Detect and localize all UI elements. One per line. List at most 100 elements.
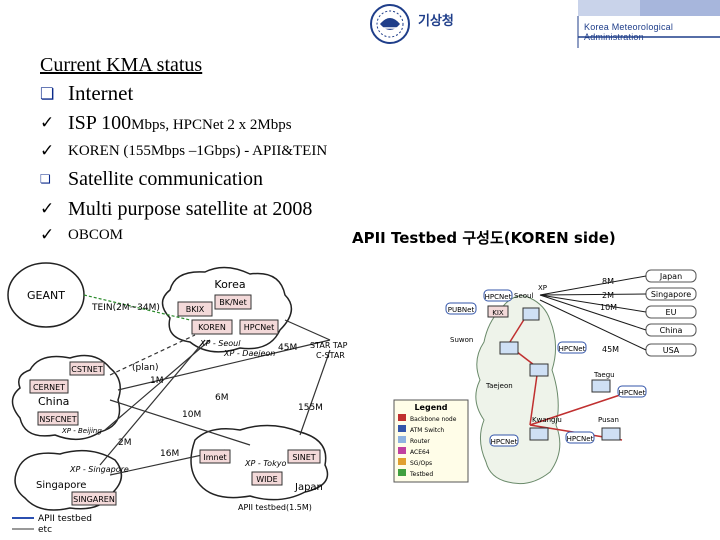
link-45m-right-label: 45M xyxy=(602,345,619,354)
nsfcnet-node: NSFCNET xyxy=(39,415,76,424)
china-label: China xyxy=(38,395,69,408)
bullet-text: ISP 100Mbps, HPCNet 2 x 2Mbps xyxy=(68,108,292,138)
star-tap-node: STAR TAP C-STAR xyxy=(310,341,348,360)
remote-sites: Japan Singapore EU China USA 8M 2M 10M 4… xyxy=(600,269,697,357)
geant-cloud: GEANT xyxy=(7,262,85,328)
hpcnet-suwon-node: HPCNet xyxy=(559,345,586,353)
logo-text: 기상청 xyxy=(418,14,454,29)
link-16m-label: 16M xyxy=(160,449,179,459)
koren-testbed-map: Japan Singapore EU China USA 8M 2M 10M 4… xyxy=(393,269,697,485)
remote-china: China xyxy=(660,326,683,335)
xp-node: XP xyxy=(538,284,547,292)
link-1m-label: 1M xyxy=(150,376,164,386)
bullet-koren: ✓ KOREN (155Mbps –1Gbps) - APII&TEIN xyxy=(40,138,500,164)
bullet-text: KOREN (155Mbps –1Gbps) - APII&TEIN xyxy=(68,143,328,159)
remote-singapore: Singapore xyxy=(651,290,691,299)
bullet-satellite: ❏ Satellite communication xyxy=(40,164,500,194)
bullet-text-a: ISP 100 xyxy=(68,112,132,134)
check-bullet-icon: ✓ xyxy=(40,225,55,245)
testbed-nodes: XP Seoul HPCNet PUBNet KIX Suwon HPCNet … xyxy=(445,284,647,447)
link-10m-label: 10M xyxy=(182,410,201,420)
bullet-text: Internet xyxy=(68,81,134,105)
square-bullet-icon: ❏ xyxy=(40,172,51,186)
check-bullet-icon: ✓ xyxy=(40,141,55,161)
sinet-node: SINET xyxy=(292,453,315,462)
square-bullet-icon: ❏ xyxy=(40,83,55,103)
imnet-node: Imnet xyxy=(203,453,226,462)
legend-item: SG/Ops xyxy=(410,460,432,467)
kix-node: KIX xyxy=(492,309,504,317)
xp-beijing-label: XP - Beijing xyxy=(61,427,102,435)
taegu-label: Taegu xyxy=(593,371,615,379)
left-legend: APII testbed etc xyxy=(12,514,92,535)
link-6m-label: 6M xyxy=(215,393,229,403)
bullet-text-b: Mbps, HPCNet 2 x 2Mbps xyxy=(131,117,292,133)
seoul-label: Seoul xyxy=(514,292,533,300)
legend-title: Legend xyxy=(414,403,447,412)
bullet-text: Satellite communication xyxy=(68,168,263,190)
japan-cloud: Japan xyxy=(190,424,329,501)
legend-item: Backbone node xyxy=(410,416,457,423)
bullet-text: OBCOM xyxy=(68,227,124,243)
singapore-nodes: XP - Singapore SINGAREN xyxy=(69,465,129,506)
testbed-diagram-title: APII Testbed 구성도(KOREN side) xyxy=(352,229,616,247)
legend-apii: APII testbed xyxy=(38,514,92,524)
kma-logo-icon xyxy=(370,4,410,44)
bkanet-node: BK/Net xyxy=(219,298,246,307)
hpcnet-seoul-node: HPCNet xyxy=(485,293,512,301)
tein-link-label: TEIN(2M~34M) xyxy=(91,303,160,313)
slide-title: Current KMA status xyxy=(40,54,203,76)
legend-item: Router xyxy=(410,438,430,445)
legend-etc: etc xyxy=(38,525,52,535)
remote-usa: USA xyxy=(663,346,680,355)
bullet-multipurpose: ✓ Multi purpose satellite at 2008 xyxy=(40,194,500,224)
japan-nodes: Imnet SINET XP - Tokyo WIDE xyxy=(199,449,321,486)
xp-singapore-label: XP - Singapore xyxy=(69,465,129,474)
header-decoration xyxy=(577,0,720,48)
link-155m-label: 155M xyxy=(298,403,323,413)
hpcnet-node: HPCNet xyxy=(244,323,274,332)
check-bullet-icon: ✓ xyxy=(40,113,55,133)
xp-seoul-label: XP - Seoul xyxy=(199,339,241,348)
link-2m-label: 2M xyxy=(118,438,132,448)
pusan-label: Pusan xyxy=(598,416,619,424)
organization-name: Korea Meteorological Administration xyxy=(584,22,674,42)
bullet-obcom: ✓ OBCOM xyxy=(40,224,500,246)
hpcnet-pusan-node: HPCNet xyxy=(567,435,594,443)
link-8m-label: 8M xyxy=(602,277,614,286)
remote-eu: EU xyxy=(666,308,677,317)
bullet-internet: ❏ Internet xyxy=(40,78,500,108)
hpcnet-kwangju-node: HPCNet xyxy=(491,438,518,446)
plan-link-label: (plan) xyxy=(132,363,158,373)
bkix-node: BKIX xyxy=(186,305,205,314)
korea-label: Korea xyxy=(214,278,245,291)
cernet-node: CERNET xyxy=(33,383,65,392)
wide-node: WIDE xyxy=(256,475,277,484)
star-tap-label: STAR TAP xyxy=(310,341,348,350)
cstnet-node: CSTNET xyxy=(71,365,103,374)
japan-link-label: APII testbed(1.5M) xyxy=(238,503,312,512)
legend-item: ATM Switch xyxy=(410,427,444,434)
c-star-label: C-STAR xyxy=(316,351,345,360)
testbed-legend: Legend Backbone node ATM Switch Router A… xyxy=(393,399,469,483)
legend-item: ACE64 xyxy=(410,449,430,456)
china-nodes: CSTNET CERNET NSFCNET XP - Beijing xyxy=(29,361,105,435)
kwangju-label: Kwangju xyxy=(532,416,562,424)
remote-japan: Japan xyxy=(659,272,682,281)
japan-label: Japan xyxy=(294,482,323,493)
apii-network-diagram: GEANT Korea China Singapore Japan TEIN(2… xyxy=(7,262,348,535)
pubnet-node: PUBNet xyxy=(448,306,475,314)
legend-item: Testbed xyxy=(409,471,433,478)
link-10m-right-label: 10M xyxy=(600,303,617,312)
bullet-text: Multi purpose satellite at 2008 xyxy=(68,198,313,220)
hpcnet-taegu-node: HPCNet xyxy=(619,389,646,397)
xp-daejeon-label: XP - Daejeon xyxy=(223,349,275,358)
xp-tokyo-label: XP - Tokyo xyxy=(244,459,286,468)
suwon-label: Suwon xyxy=(450,336,473,344)
koren-node: KOREN xyxy=(198,323,226,332)
singaren-node: SINGAREN xyxy=(73,495,115,504)
bullet-isp: ✓ ISP 100Mbps, HPCNet 2 x 2Mbps xyxy=(40,108,500,138)
link-2m-right-label: 2M xyxy=(602,291,614,300)
check-bullet-icon: ✓ xyxy=(40,199,55,219)
link-45m-label: 45M xyxy=(278,343,297,353)
